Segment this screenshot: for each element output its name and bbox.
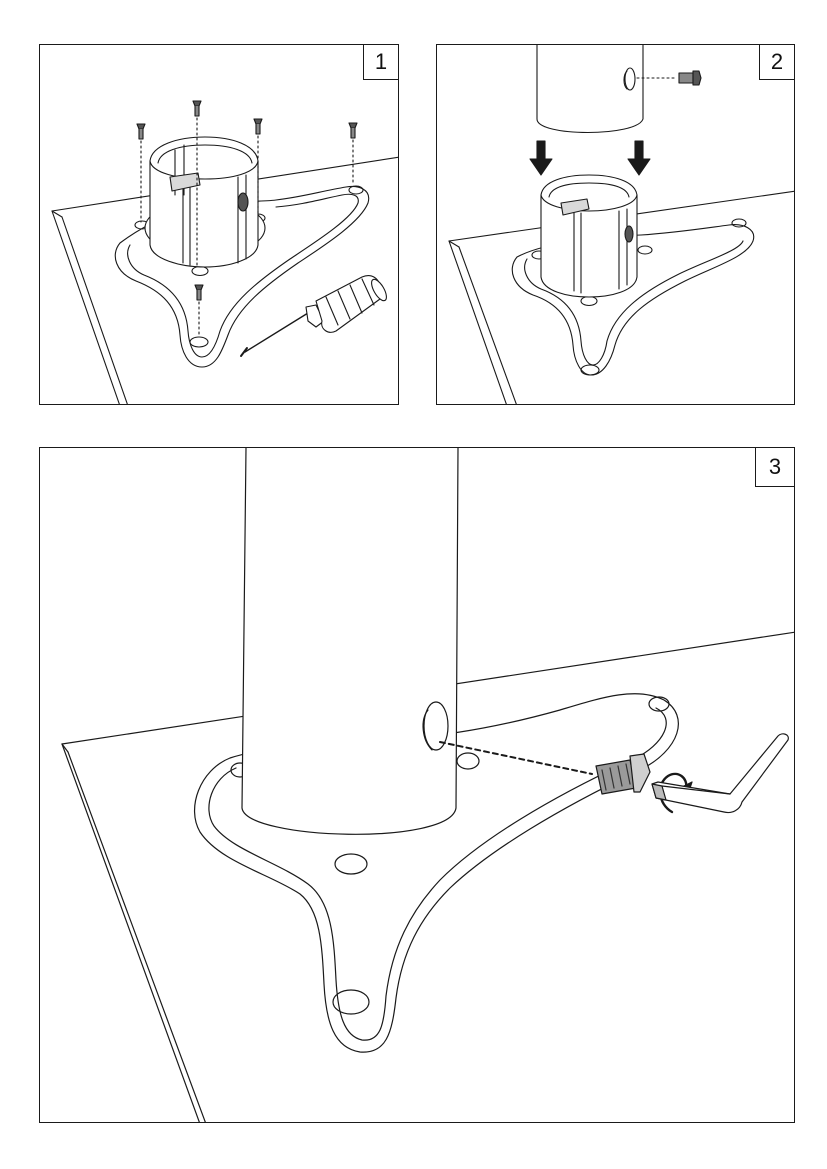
step-2-illustration [448,45,794,404]
plate-hole [648,696,670,712]
plate-hole [334,853,368,875]
plate-hole [189,336,209,348]
step-1-panel: 1 [39,44,399,405]
bolt-icon [678,70,702,86]
pole [241,448,459,835]
plate-hole [580,364,600,376]
screw-icon [136,123,146,223]
step-3-number: 3 [755,448,794,487]
step-1-number: 1 [363,45,398,80]
plate-hole [348,185,364,195]
step-3-illustration [61,448,794,1122]
step-1-illustration [51,100,398,404]
pole-hole [423,701,449,751]
table-front-edge [51,210,120,404]
plate-hole [332,989,370,1015]
down-arrow-icon [627,140,651,176]
down-arrow-icon [529,140,553,176]
pole [536,45,644,134]
pole-hole [624,67,636,91]
bolt-icon [595,753,651,795]
step-3-panel: 3 [39,447,795,1123]
screw-icon [192,100,202,268]
screw-icon [194,284,204,338]
screwdriver-icon [240,275,387,357]
screw-icon [253,118,263,215]
hex-key-icon [651,733,789,814]
plate-hole [637,245,653,255]
screw-icon [348,122,358,186]
socket-sleeve [540,194,638,298]
plate-hole [456,752,480,770]
step-2-number: 2 [759,45,794,80]
step-2-panel: 2 [436,44,795,405]
plate-hole [731,218,747,228]
